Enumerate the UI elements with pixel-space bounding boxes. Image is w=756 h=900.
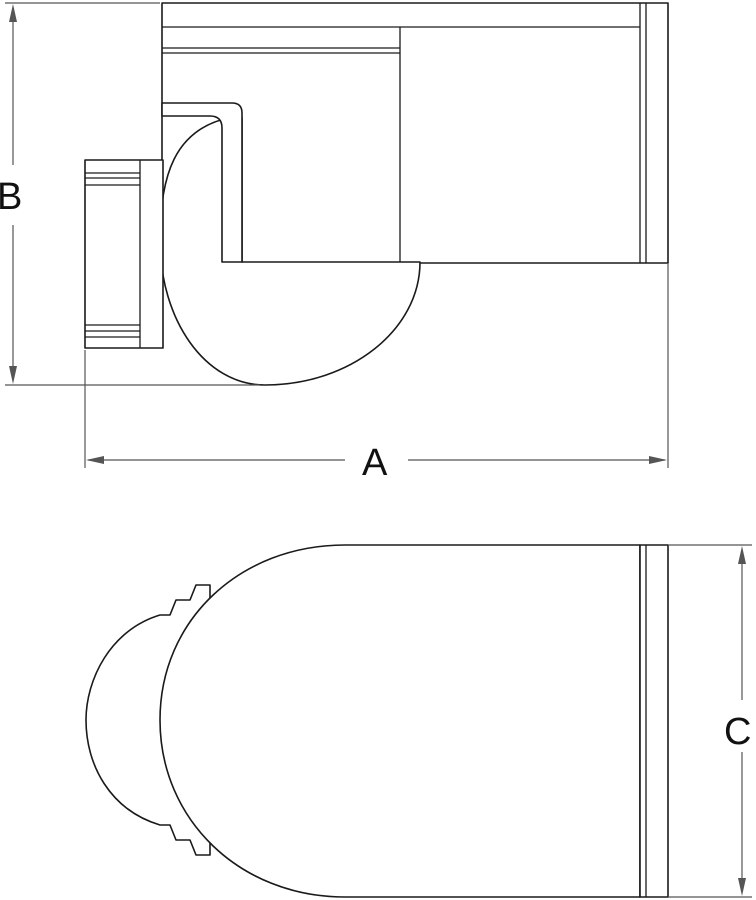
- dimension-b: B: [0, 2, 260, 386]
- top-flange: [639, 544, 669, 898]
- side-view: [84, 2, 669, 386]
- dim-b-arrow-top: [9, 4, 17, 22]
- dim-c-label: C: [724, 711, 751, 753]
- dim-a-arrow-right: [649, 456, 667, 464]
- side-hub-outer: [84, 159, 164, 349]
- side-housing: [161, 2, 669, 264]
- dim-a-arrow-left: [86, 456, 104, 464]
- top-body: [159, 544, 641, 898]
- dimension-c: C: [668, 544, 752, 898]
- dim-b-arrow-bottom: [9, 366, 17, 384]
- dimension-a: A: [84, 263, 669, 484]
- dim-c-arrow-top: [738, 546, 746, 564]
- side-bracket: [161, 102, 243, 263]
- dim-b-label: B: [0, 176, 22, 218]
- top-view: [85, 544, 669, 898]
- dim-a-label: A: [362, 442, 388, 484]
- dim-c-arrow-bottom: [738, 878, 746, 896]
